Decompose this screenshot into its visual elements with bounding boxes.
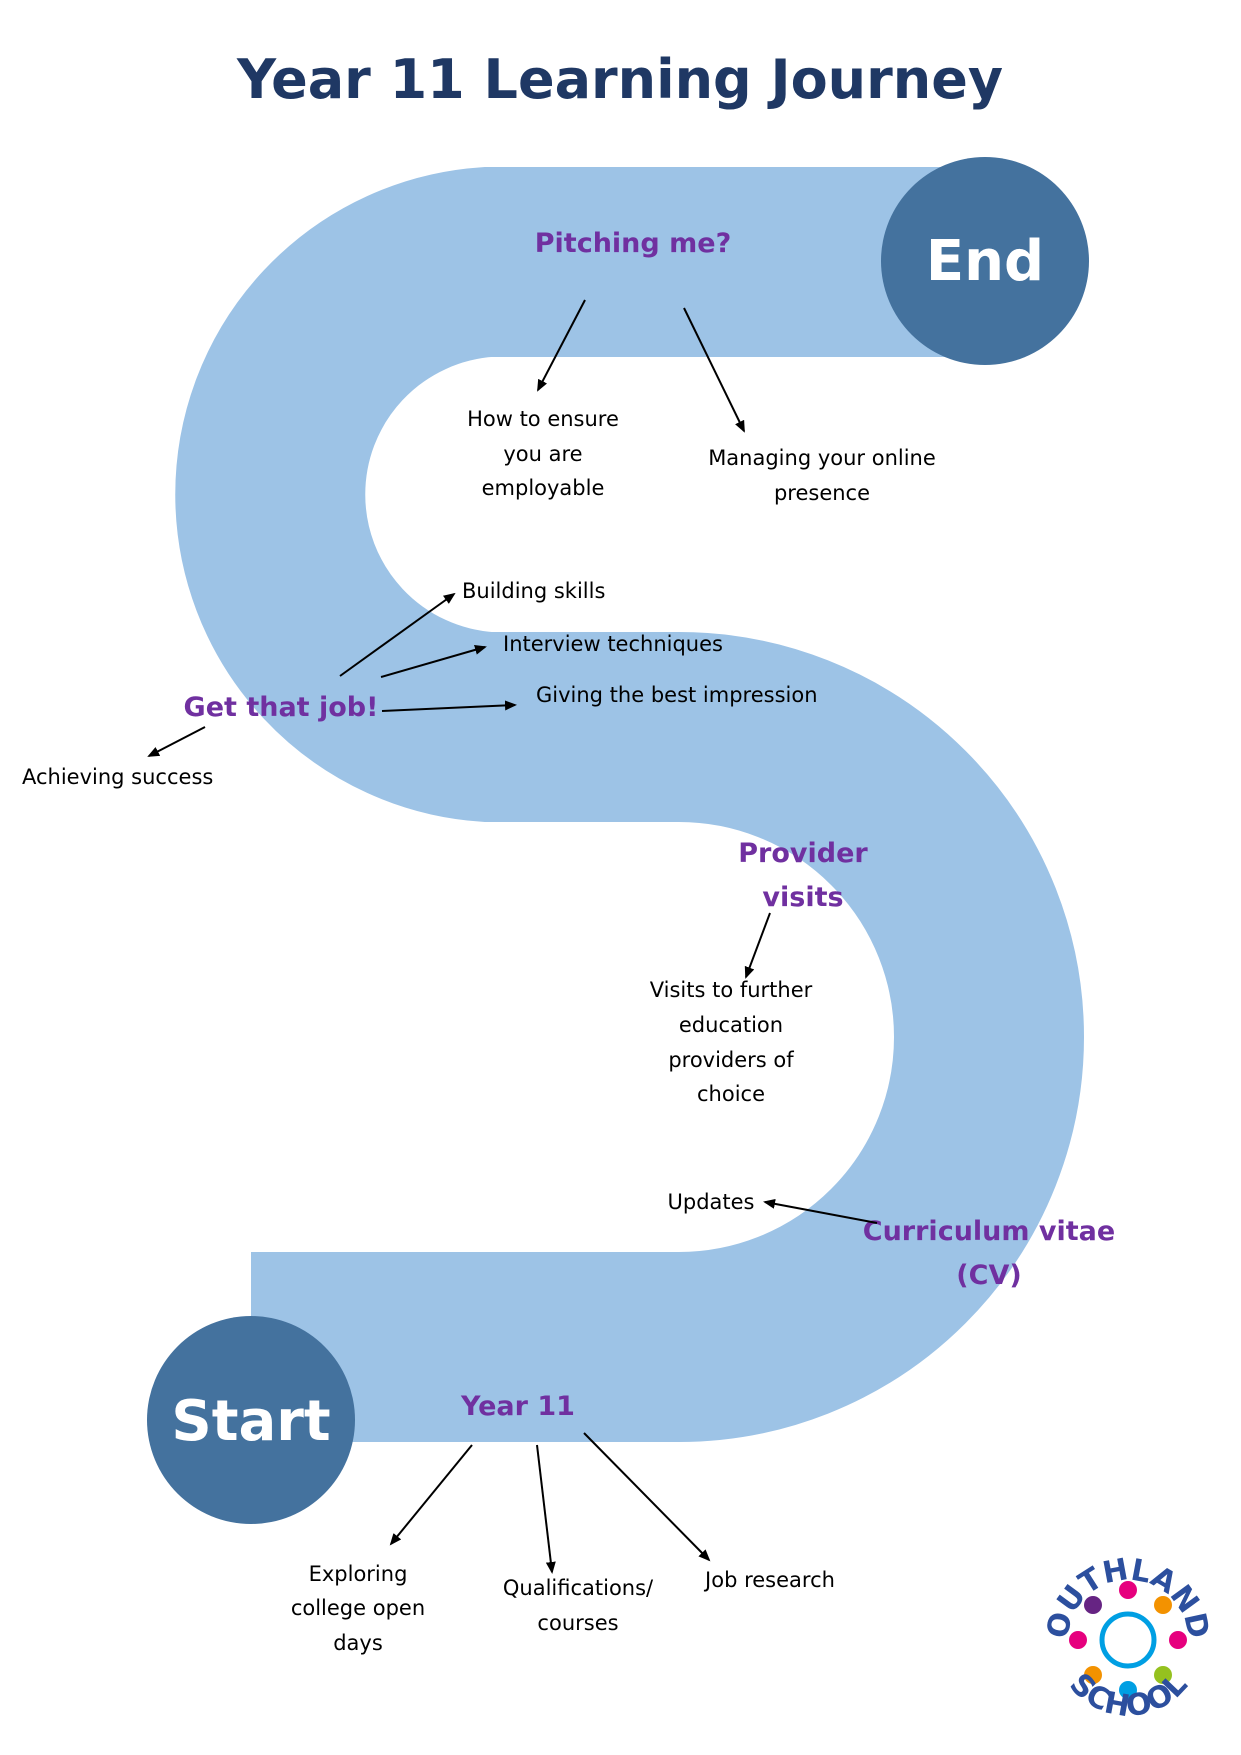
note-qualifications-line1: Qualifications/ [503, 1576, 654, 1600]
note-online-line1: Managing your online [708, 446, 936, 470]
note-visits-line3: providers of [668, 1048, 794, 1072]
end-circle [881, 157, 1089, 365]
stage-pitching-me: Pitching me? [535, 228, 732, 259]
stage-provider-visits-line2: visits [762, 882, 843, 913]
arrow-to-building [339, 592, 456, 677]
arrow-to-exploring [389, 1444, 473, 1546]
note-exploring-line1: Exploring [309, 1562, 408, 1586]
note-building-skills: Building skills [462, 579, 605, 603]
note-interview-techniques: Interview techniques [503, 632, 723, 656]
stage-provider-visits-line1: Provider [738, 838, 868, 869]
note-employable-line3: employable [482, 476, 605, 500]
arrow-to-employable [537, 299, 586, 392]
note-exploring-line2: college open [291, 1596, 425, 1620]
end-label: End [926, 229, 1044, 294]
note-visits-line1: Visits to further [650, 978, 813, 1002]
journey-path [175, 167, 1084, 1442]
note-exploring-line3: days [333, 1631, 383, 1655]
note-qualifications-line2: courses [537, 1611, 618, 1635]
start-label: Start [171, 1389, 330, 1454]
arrow-to-achieving [147, 726, 206, 757]
note-job-research: Job research [703, 1568, 835, 1592]
page-title: Year 11 Learning Journey [236, 48, 1003, 111]
arrow-to-impression [381, 700, 517, 712]
stage-cv-line2: (CV) [956, 1260, 1021, 1291]
note-online-line2: presence [774, 481, 870, 505]
arrow-to-online [683, 307, 745, 433]
arrow-to-qualifications [536, 1444, 556, 1574]
arrow-to-updates [763, 1198, 878, 1224]
arrow-to-interview [380, 644, 487, 678]
note-employable-line1: How to ensure [467, 407, 619, 431]
stage-year-11: Year 11 [460, 1391, 575, 1422]
arrow-to-visits [744, 912, 771, 979]
note-employable-line2: you are [503, 442, 582, 466]
stage-cv-line1: Curriculum vitae [863, 1216, 1115, 1247]
note-best-impression: Giving the best impression [536, 683, 818, 707]
note-visits-line2: education [679, 1013, 783, 1037]
note-updates: Updates [668, 1190, 755, 1214]
note-visits-line4: choice [697, 1082, 765, 1106]
note-achieving-success: Achieving success [22, 765, 213, 789]
start-circle [147, 1316, 355, 1524]
stage-get-that-job: Get that job! [184, 692, 379, 723]
arrow-to-job-research [583, 1432, 711, 1562]
